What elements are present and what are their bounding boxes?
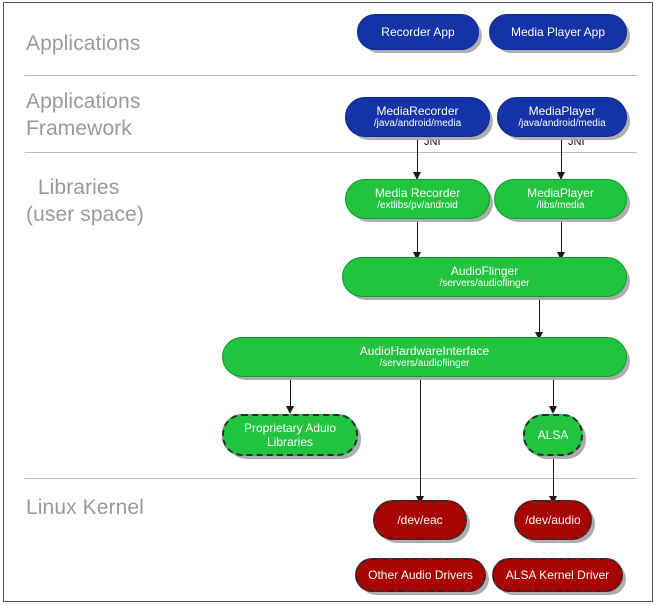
connector-mediaplayer-jni	[561, 136, 562, 176]
connector-ahi-proprietary	[290, 376, 291, 410]
arrowhead-mediaplayer-jni	[556, 172, 565, 180]
layer-label-kernel: Linux Kernel	[26, 496, 144, 519]
connector-mediaplayer-audioflinger	[561, 218, 562, 256]
edge-label-jni-player: JNI	[568, 136, 585, 148]
node-title: ALSA Kernel Driver	[505, 568, 610, 582]
node-subtitle: /java/android/media	[518, 118, 606, 129]
node-title: ALSA	[537, 428, 569, 442]
arrowhead-mediarecorder-jni	[412, 172, 421, 180]
node-title: AudioHardwareInterface	[359, 344, 490, 358]
connector-mediarecorder-jni	[417, 136, 418, 176]
node-subtitle: /servers/audioflinger	[379, 358, 470, 369]
layer-label-libraries: Libraries (user space)	[26, 176, 144, 226]
node-alsa-kernel-driver[interactable]: ALSA Kernel Driver	[492, 558, 623, 592]
arrowhead-audioflinger-audiohardwareinterface	[534, 332, 543, 340]
connector-ahi-dev-eac	[420, 376, 421, 500]
node-mediarecorder-framework[interactable]: MediaRecorder /java/android/media	[345, 97, 490, 137]
arrowhead-ahi-alsa	[548, 406, 557, 414]
node-title: Media Recorder	[374, 186, 461, 200]
node-title: Other Audio Drivers	[368, 568, 473, 582]
layer-label-applications: Applications	[26, 32, 141, 55]
diagram-border	[3, 2, 653, 602]
layer-label-framework: Applications Framework	[26, 90, 141, 140]
node-title: MediaPlayer	[528, 104, 596, 118]
node-recorder-app[interactable]: Recorder App	[357, 14, 479, 50]
connector-audioflinger-audiohardwareinterface	[539, 296, 540, 336]
connector-mediarecorder-audioflinger	[417, 218, 418, 256]
node-subtitle: /libs/media	[536, 200, 585, 211]
node-media-recorder-lib[interactable]: Media Recorder /extlibs/pv/android	[345, 179, 490, 219]
node-subtitle: /extlibs/pv/android	[377, 200, 458, 211]
node-media-player-app[interactable]: Media Player App	[489, 14, 627, 50]
node-mediaplayer-framework[interactable]: MediaPlayer /java/android/media	[497, 97, 627, 137]
node-dev-audio[interactable]: /dev/audio	[514, 500, 592, 540]
connector-ahi-alsa	[553, 376, 554, 410]
node-audiohardwareinterface[interactable]: AudioHardwareInterface /servers/audiofli…	[222, 337, 627, 377]
node-other-audio-drivers[interactable]: Other Audio Drivers	[355, 558, 486, 592]
node-proprietary-audio-libraries[interactable]: Proprietary Aduio Libraries	[222, 414, 358, 456]
node-title: Recorder App	[381, 25, 455, 39]
connector-alsa-dev-audio	[553, 456, 554, 500]
node-alsa[interactable]: ALSA	[523, 414, 583, 456]
node-title: Media Player App	[510, 25, 606, 39]
arrowhead-mediarecorder-audioflinger	[412, 252, 421, 260]
node-mediaplayer-lib[interactable]: MediaPlayer /libs/media	[494, 179, 627, 219]
node-title: AudioFlinger	[450, 264, 519, 278]
arrowhead-mediaplayer-audioflinger	[556, 252, 565, 260]
node-title: MediaRecorder	[376, 104, 459, 118]
node-title: /dev/audio	[525, 513, 581, 527]
node-subtitle: /java/android/media	[373, 118, 462, 129]
node-title: /dev/eac	[397, 513, 443, 527]
node-audioflinger[interactable]: AudioFlinger /servers/audioflinger	[342, 257, 627, 297]
divider-framework	[25, 152, 637, 153]
divider-applications	[25, 75, 637, 76]
edge-label-jni-recorder: JNI	[424, 136, 441, 148]
arrowhead-ahi-proprietary	[285, 406, 294, 414]
node-title: MediaPlayer	[527, 186, 594, 200]
divider-kernel	[25, 478, 637, 479]
node-subtitle: /servers/audioflinger	[439, 278, 530, 289]
node-dev-eac[interactable]: /dev/eac	[373, 500, 467, 540]
node-title: Proprietary Aduio	[243, 421, 337, 435]
node-subtitle: Libraries	[266, 435, 314, 449]
